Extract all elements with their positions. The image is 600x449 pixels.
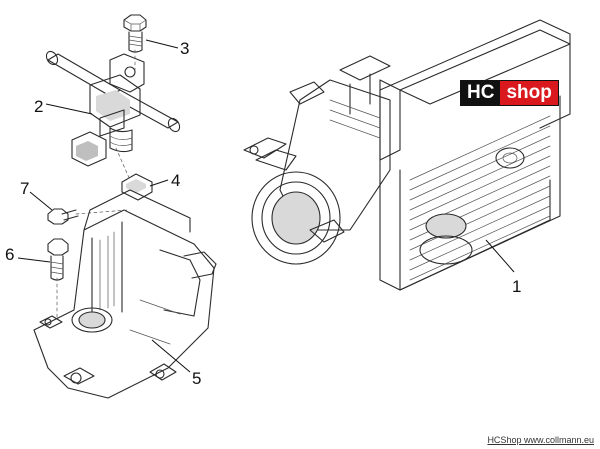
logo-hc: HC xyxy=(461,81,501,105)
callout-number: 1 xyxy=(512,277,521,296)
callout-1: 1 xyxy=(485,239,521,296)
throttle-body-part-1 xyxy=(243,19,571,291)
callout-5: 5 xyxy=(151,339,201,388)
bolt-part-6 xyxy=(47,238,69,281)
logo-shop: shop xyxy=(500,81,558,105)
bolt-part-3 xyxy=(123,14,147,53)
footer-link[interactable]: HCShop www.collmann.eu xyxy=(487,435,594,445)
callout-number: 5 xyxy=(192,369,201,388)
clip-part-4 xyxy=(121,173,153,201)
callout-6: 6 xyxy=(5,245,51,264)
callout-2: 2 xyxy=(34,97,93,116)
fuel-injector-part-2 xyxy=(45,50,181,167)
assembly-guide-lines xyxy=(56,49,136,319)
intake-manifold-part-5 xyxy=(33,189,217,399)
callout-number: 3 xyxy=(180,39,189,58)
callout-number: 2 xyxy=(34,97,43,116)
callout-number: 4 xyxy=(171,171,180,190)
callout-4: 4 xyxy=(149,171,180,190)
callout-7: 7 xyxy=(20,179,53,211)
callout-number: 7 xyxy=(20,179,29,198)
callout-3: 3 xyxy=(145,39,189,58)
screw-part-7 xyxy=(47,208,79,225)
hcshop-logo: HC shop xyxy=(460,80,559,106)
callout-number: 6 xyxy=(5,245,14,264)
